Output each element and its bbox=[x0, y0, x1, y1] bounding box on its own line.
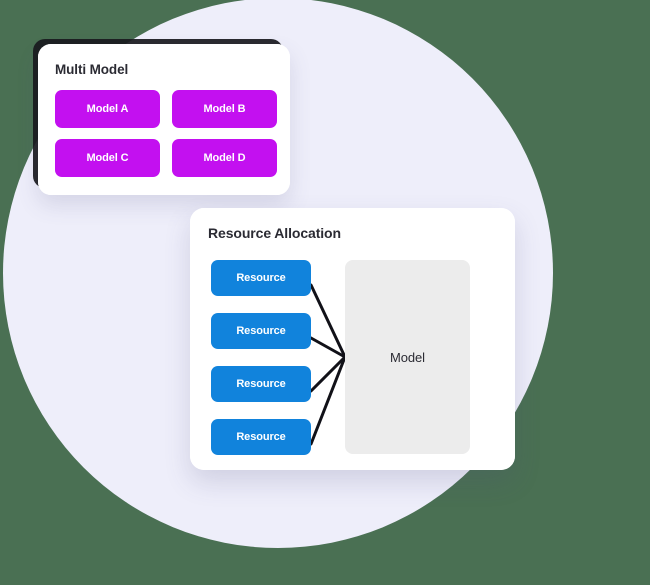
model-target-label: Model bbox=[390, 349, 425, 365]
model-chip-b[interactable]: Model B bbox=[172, 90, 277, 128]
multi-model-card-inner: Multi Model Model A Model B Model C Mode… bbox=[38, 44, 290, 195]
resource-allocation-body: Resource Allocation Resource Resource Re… bbox=[190, 208, 515, 470]
resource-chip-column: Resource Resource Resource Resource bbox=[211, 260, 311, 455]
resource-chip-3[interactable]: Resource bbox=[211, 366, 311, 402]
model-chip-a[interactable]: Model A bbox=[55, 90, 160, 128]
model-chip-grid: Model A Model B Model C Model D bbox=[55, 90, 277, 177]
resource-allocation-title: Resource Allocation bbox=[208, 225, 341, 241]
multi-model-title: Multi Model bbox=[55, 62, 129, 77]
resource-chip-4[interactable]: Resource bbox=[211, 419, 311, 455]
model-chip-c[interactable]: Model C bbox=[55, 139, 160, 177]
resource-allocation-card-inner: Resource Allocation Resource Resource Re… bbox=[190, 208, 515, 470]
model-chip-d[interactable]: Model D bbox=[172, 139, 277, 177]
model-target-box[interactable]: Model bbox=[345, 260, 470, 454]
resource-chip-1[interactable]: Resource bbox=[211, 260, 311, 296]
resource-allocation-card: Resource Allocation Resource Resource Re… bbox=[190, 208, 523, 478]
resource-chip-2[interactable]: Resource bbox=[211, 313, 311, 349]
multi-model-card: Multi Model Model A Model B Model C Mode… bbox=[30, 36, 290, 195]
